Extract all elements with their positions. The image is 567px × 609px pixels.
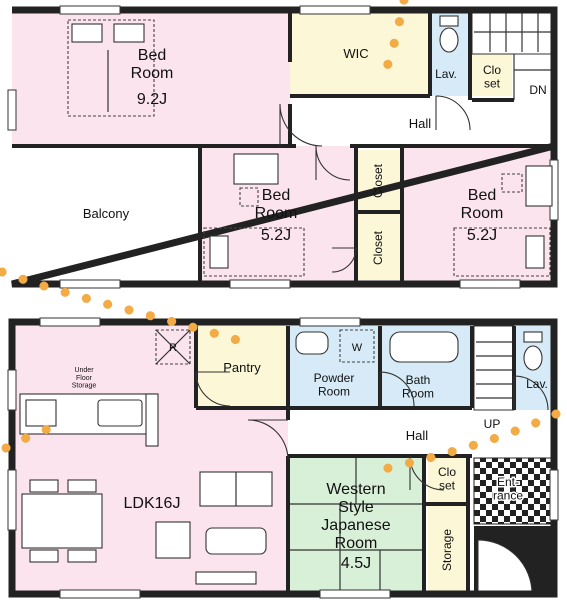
label-storage: Storage: [440, 529, 454, 571]
toilet-lower: [523, 331, 543, 371]
powder-sink: [295, 331, 329, 355]
window-lower-7: [549, 469, 559, 521]
washer-box: [339, 329, 375, 363]
window-lower-1: [39, 317, 101, 327]
label-lav-lower: Lav.: [526, 377, 548, 391]
label-balcony: Balcony: [83, 206, 130, 221]
tatami-lines: [290, 458, 422, 594]
room-wic: [290, 10, 430, 96]
label-bedroom-right-size: 5.2J: [467, 227, 497, 244]
label-bedroom-mid-size: 5.2J: [261, 227, 291, 244]
room-hall-upper: [290, 96, 554, 146]
tv-stand: [195, 571, 257, 585]
label-lav-upper: Lav.: [435, 67, 457, 81]
room-closet-lower: [428, 458, 466, 502]
room-closet-b: [358, 214, 400, 280]
label-up: UP: [484, 417, 501, 431]
upper-floor: [7, 5, 559, 289]
bed-mid: [203, 153, 305, 277]
window-lower-6: [299, 317, 361, 327]
bed-right: [453, 165, 553, 277]
fridge-box: [155, 329, 191, 365]
label-closet-b: Closet: [371, 230, 385, 265]
label-japanese-size: 4.5J: [341, 555, 371, 572]
bathtub: [389, 331, 459, 363]
window-lower-5: [319, 589, 391, 599]
room-closet-a: [358, 150, 400, 210]
stairs-upper: [471, 9, 555, 100]
orange-dotted-paths: [0, 0, 561, 475]
window-upper-1: [59, 5, 121, 15]
window-upper-3: [7, 89, 17, 131]
window-upper-5: [229, 279, 291, 289]
label-dn: DN: [529, 83, 546, 97]
armchair: [155, 521, 191, 559]
label-entrance: Ent-rance: [493, 475, 523, 502]
room-pantry: [198, 326, 286, 408]
label-wic: WIC: [343, 46, 368, 61]
toilet-upper: [439, 15, 459, 53]
window-upper-4: [59, 279, 121, 289]
label-w-mark: W: [352, 342, 363, 354]
label-closet-a: Closet: [371, 163, 385, 198]
room-hall-lower: [290, 410, 554, 456]
label-r-mark: R: [169, 342, 177, 354]
room-bedroom-main: [12, 10, 290, 146]
stairs-lower: [473, 325, 515, 411]
room-storage: [428, 506, 466, 594]
window-upper-6: [459, 279, 521, 289]
label-bedroom-main-size: 9.2J: [137, 91, 167, 108]
window-lower-2: [7, 369, 17, 411]
lower-floor: [7, 317, 559, 599]
bed-main: [67, 19, 155, 117]
label-ldk: LDK16J: [124, 495, 181, 512]
label-pantry: Pantry: [223, 360, 261, 375]
label-hall-upper: Hall: [409, 116, 432, 131]
entrance-tiles: [473, 457, 555, 595]
window-upper-2: [299, 5, 371, 15]
dining-set: [21, 479, 103, 563]
window-lower-3: [7, 469, 17, 531]
coffee-table: [205, 527, 267, 555]
room-closet-top: [472, 54, 512, 100]
window-lower-4: [59, 589, 141, 599]
label-hall-lower: Hall: [406, 428, 429, 443]
